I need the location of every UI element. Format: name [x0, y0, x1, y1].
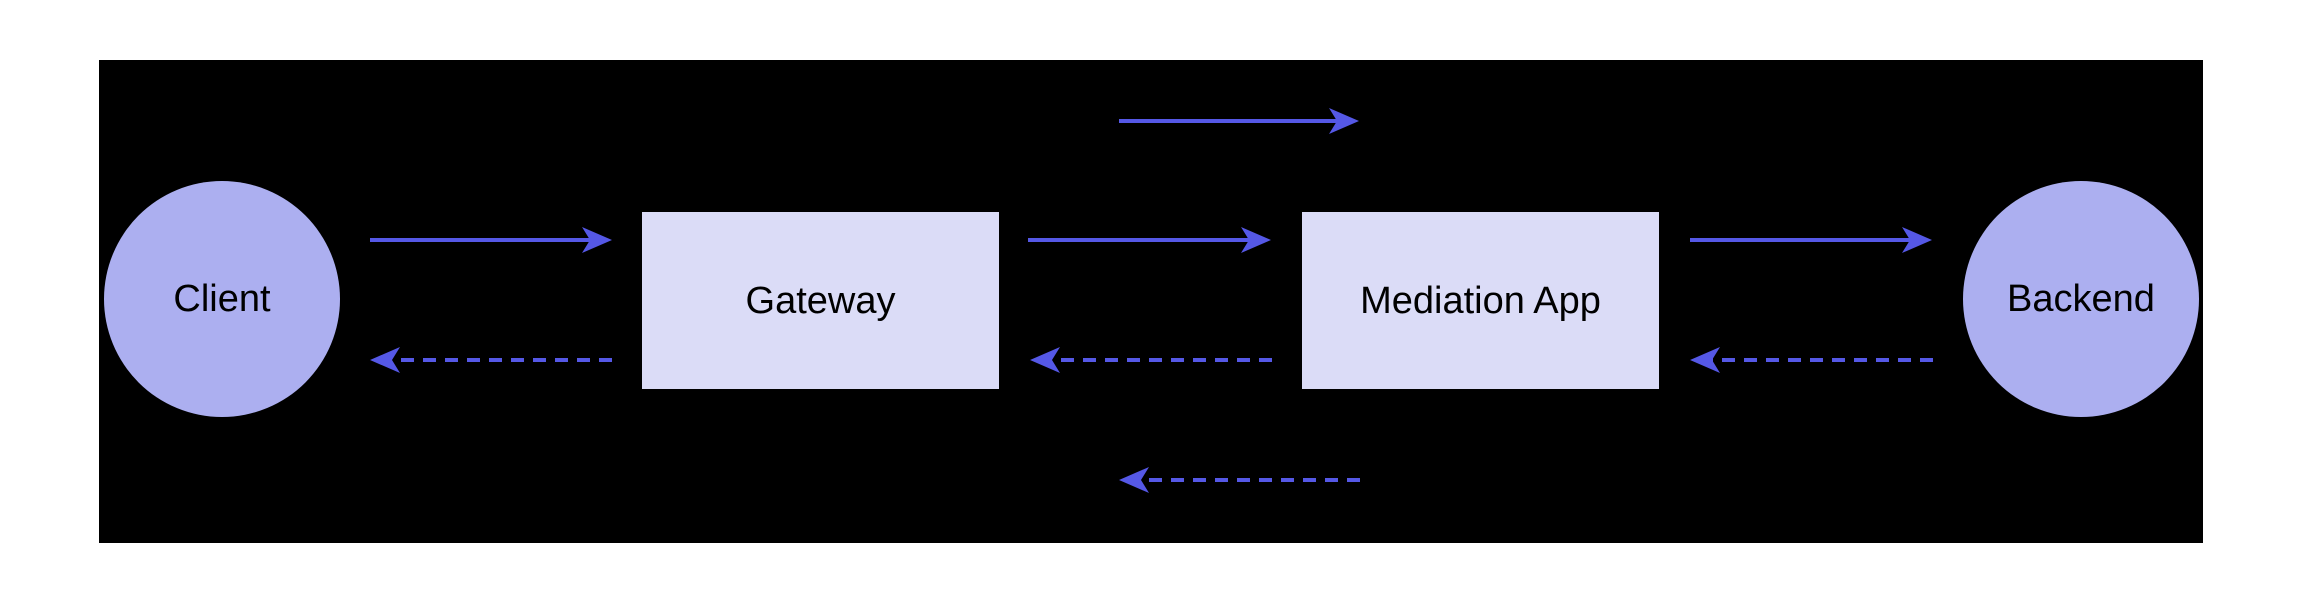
node-backend-label: Backend — [2007, 278, 2155, 320]
node-backend: Backend — [1963, 181, 2199, 417]
bottom-dashed-left-arrow — [1119, 467, 1360, 493]
node-gateway: Gateway — [642, 212, 999, 389]
backend-to-mediation-dashed-arrow — [1690, 347, 1933, 373]
gateway-to-client-dashed-arrow — [370, 347, 612, 373]
diagram-canvas: Client Gateway Mediation App Backend — [99, 60, 2203, 543]
arrow-layer — [370, 108, 1933, 493]
node-client-label: Client — [173, 278, 271, 320]
mediation-to-gateway-dashed-arrow — [1030, 347, 1272, 373]
node-mediation-app: Mediation App — [1302, 212, 1659, 389]
node-gateway-label: Gateway — [745, 279, 896, 322]
top-solid-right-arrow — [1119, 108, 1359, 134]
node-mediation-app-label: Mediation App — [1360, 279, 1601, 322]
gateway-to-mediation-solid-arrow — [1028, 227, 1271, 253]
client-to-gateway-solid-arrow — [370, 227, 612, 253]
node-client: Client — [104, 181, 340, 417]
mediation-to-backend-solid-arrow — [1690, 227, 1932, 253]
